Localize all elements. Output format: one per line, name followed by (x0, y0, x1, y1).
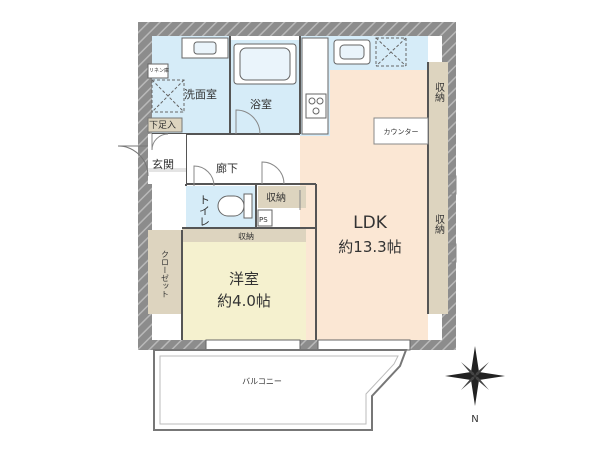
refrigerator-x2 (375, 37, 407, 67)
fixtures (147, 37, 429, 227)
refrigerator-space (375, 37, 407, 67)
hallway-label: 廊下 (216, 161, 238, 175)
western-window (205, 339, 301, 351)
ps-box (257, 209, 273, 227)
compass-north-label: N (471, 414, 478, 425)
washroom-label: 洗面室 (184, 87, 217, 101)
stove-burner-1 (308, 97, 316, 105)
closet-label: クローゼット (161, 250, 170, 298)
floors (148, 36, 448, 340)
storage-right-mid-floor (428, 144, 448, 314)
western-floor (182, 240, 306, 340)
shoe-storage (147, 117, 183, 151)
western-name: 洋室 (229, 270, 259, 288)
wall-top (138, 22, 456, 36)
stove (305, 93, 327, 119)
bath-door (235, 109, 261, 135)
balcony-inner (159, 355, 399, 425)
washing-machine-pan (151, 79, 185, 113)
kitchen-counter (301, 37, 329, 135)
washing-machine-pan-x2 (151, 79, 185, 113)
balcony-outline (153, 349, 408, 431)
storage-right-top-floor (428, 62, 448, 144)
bath-label: 浴室 (250, 97, 272, 111)
storage-top-right-label: 収納 (433, 82, 445, 103)
stove-burner-2 (316, 97, 324, 105)
balcony-area (153, 349, 408, 431)
ldk-door (261, 161, 285, 185)
shoe-storage-door (151, 133, 169, 151)
right-window-2 (448, 243, 457, 263)
counter-box (373, 117, 429, 145)
shoe-storage-box (147, 117, 183, 133)
washbasin-bowl (193, 41, 217, 55)
hall-storage-floor (258, 186, 306, 208)
shoe-storage-label: 下足入 (149, 120, 176, 131)
hallway-door (193, 165, 215, 187)
western-size: 約4.0帖 (217, 292, 271, 310)
right-window-1 (448, 175, 457, 195)
entrance-step (148, 168, 186, 172)
doors (193, 109, 457, 263)
ldk-window (317, 339, 411, 351)
compass: N (445, 346, 505, 425)
ldk-size: 約13.3帖 (338, 238, 401, 256)
stove-burner-3 (312, 107, 320, 115)
western-storage-floor (182, 228, 306, 242)
entrance-label: 玄関 (152, 157, 174, 171)
labels: 洗面室 浴室 リネン庫 下足入 玄関 廊下 トイレ 収納 PS 収納 クローゼッ… (149, 67, 445, 386)
bathtub-inner (239, 47, 291, 81)
western-storage-label: 収納 (238, 231, 254, 241)
counter-label: カウンター (384, 127, 419, 136)
hall-storage-label: 収納 (266, 191, 286, 204)
toilet-bowl (217, 195, 245, 217)
toilet-tank (243, 193, 253, 219)
ldk-name: LDK (353, 213, 388, 233)
entrance-door (117, 145, 149, 177)
closet-floor (148, 230, 182, 314)
small-label: リネン庫 (149, 67, 169, 74)
ps-label: PS (259, 216, 268, 224)
compass-rose-icon (445, 346, 505, 406)
storage-right-mid-label: 収納 (433, 214, 445, 235)
kitchen-sink-bowl (339, 44, 365, 60)
linen-shelf (147, 63, 169, 79)
balcony-label: バルコニー (242, 377, 282, 386)
ldk-lower-floor (316, 180, 428, 340)
toilet-label: トイレ (198, 194, 211, 227)
